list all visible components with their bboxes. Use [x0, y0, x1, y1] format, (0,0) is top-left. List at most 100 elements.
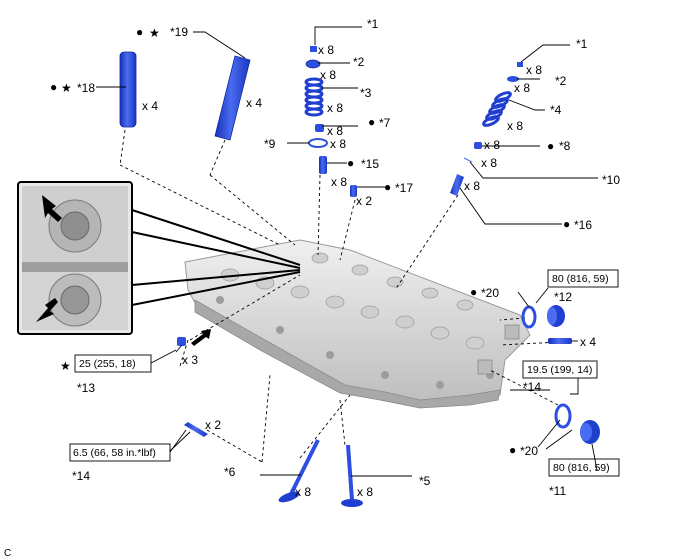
- callout-17: *17: [395, 181, 413, 195]
- union-13: [177, 329, 211, 346]
- figure-code: C: [4, 548, 11, 559]
- dot-icon: ●: [50, 80, 57, 94]
- arrow-icon: [42, 195, 62, 222]
- part-leader-lines: [119, 129, 561, 463]
- qty-14: x 4: [580, 335, 596, 349]
- qty-9: x 8: [330, 137, 346, 151]
- exhaust-valve-5: [341, 444, 363, 507]
- valve-spring-4: [482, 91, 512, 127]
- qty-18: x 4: [142, 99, 158, 113]
- qty-3: x 8: [327, 101, 343, 115]
- valve-spring-3: [304, 77, 324, 117]
- qty-2: x 8: [514, 81, 530, 95]
- symbols: ● ★ ● ★ ● ● ● ● ● ● ● ★: [50, 25, 570, 457]
- qty-10: x 8: [481, 156, 497, 170]
- detail-inset: [17, 181, 133, 335]
- dot-icon: ●: [509, 443, 516, 457]
- qty-2: x 8: [320, 68, 336, 82]
- callout-6: *6: [224, 465, 236, 479]
- arrow-icon: [191, 329, 211, 346]
- callout-15: *15: [361, 157, 379, 171]
- callout-16: *16: [574, 218, 592, 232]
- valve-guide-15: [319, 156, 327, 174]
- qty-15: x 8: [331, 175, 347, 189]
- svg-text:80 (816, 59): 80 (816, 59): [553, 462, 610, 474]
- valve-keeper-1a: [310, 46, 317, 52]
- valve-guide-bushing-19: [214, 55, 251, 141]
- callout-5: *5: [419, 474, 431, 488]
- callout-14: *14: [523, 380, 541, 394]
- valve-guide-16: [450, 174, 464, 196]
- torque-spec-13: 25 (255, 18): [74, 354, 152, 373]
- callout-9: *9: [264, 137, 276, 151]
- callout-labels: *1 *2 *3 *7 *9 *15 *17 *19 *18 *1 *2 *4 …: [72, 17, 620, 498]
- svg-text:25 (255, 18): 25 (255, 18): [79, 358, 136, 370]
- callout-14: *14: [72, 469, 90, 483]
- intake-valve-6: [278, 439, 320, 503]
- bolt-14a: [548, 338, 572, 344]
- callout-4: *4: [550, 103, 562, 117]
- qty-19: x 4: [246, 96, 262, 110]
- spring-seat-9: [308, 138, 328, 148]
- bolt-14b: [184, 422, 208, 437]
- dot-icon: ●: [368, 115, 375, 129]
- callout-10: *10: [602, 173, 620, 187]
- valve-retainer-2a: [305, 59, 321, 69]
- svg-text:6.5 (66, 58 in.*lbf): 6.5 (66, 58 in.*lbf): [73, 447, 156, 459]
- callout-11: *11: [549, 484, 566, 498]
- dot-icon: ●: [347, 156, 354, 170]
- callout-7: *7: [379, 116, 391, 130]
- star-icon: ★: [61, 81, 72, 95]
- valve-stem-seal-7: [315, 124, 324, 132]
- callout-20: *20: [481, 286, 499, 300]
- torque-spec-11: 80 (816, 59): [548, 458, 620, 477]
- gasket-20b: [554, 403, 572, 429]
- qty-4: x 8: [507, 119, 523, 133]
- callout-2: *2: [353, 55, 365, 69]
- dot-icon: ●: [136, 25, 143, 39]
- callout-19: *19: [170, 25, 188, 39]
- torque-leader: [150, 349, 177, 364]
- plug-12: [547, 305, 565, 327]
- qty-16: x 8: [464, 179, 480, 193]
- callout-1: *1: [576, 37, 588, 51]
- callout-18: *18: [77, 81, 95, 95]
- qty-5: x 8: [357, 485, 373, 499]
- qty-17: x 2: [356, 194, 372, 208]
- callout-8: *8: [559, 139, 571, 153]
- torque-leader: [169, 429, 187, 453]
- qty-6: x 8: [295, 485, 311, 499]
- dot-icon: ●: [547, 139, 554, 153]
- torque-spec-12: 80 (816, 59): [547, 269, 619, 288]
- svg-text:19.5 (199, 14): 19.5 (199, 14): [527, 364, 592, 376]
- qty-13: x 3: [182, 353, 198, 367]
- plug-11: [580, 420, 600, 444]
- qty-8: x 8: [484, 138, 500, 152]
- dot-icon: ●: [563, 217, 570, 231]
- callout-2: *2: [555, 74, 567, 88]
- torque-spec-14: 19.5 (199, 14): [522, 360, 598, 379]
- callout-1: *1: [367, 17, 379, 31]
- callout-13: *13: [77, 381, 95, 395]
- qty-7: x 8: [327, 124, 343, 138]
- star-icon: ★: [149, 26, 160, 40]
- spring-seat-10: [463, 157, 473, 163]
- callout-12: *12: [554, 290, 572, 304]
- callout-leader-lines: [96, 26, 598, 477]
- qty-14: x 2: [205, 418, 221, 432]
- callout-3: *3: [360, 86, 372, 100]
- cylinder-head: [184, 239, 531, 409]
- star-icon: ★: [60, 359, 71, 373]
- torque-leader: [591, 443, 598, 471]
- valve-retainer-2b: [507, 76, 519, 82]
- stud-17: [350, 185, 357, 197]
- dot-icon: ●: [470, 285, 477, 299]
- valve-keeper-1b: [517, 62, 523, 67]
- svg-text:80 (816, 59): 80 (816, 59): [552, 273, 609, 285]
- arrow-icon: [36, 298, 58, 322]
- quantity-labels: x 4 x 4 x 8 x 8 x 8 x 8 x 8 x 8 x 2 x 8 …: [142, 43, 596, 499]
- torque-spec-14: 6.5 (66, 58 in.*lbf): [69, 443, 171, 462]
- inset-leader-lines: [131, 209, 301, 306]
- qty-1: x 8: [526, 63, 542, 77]
